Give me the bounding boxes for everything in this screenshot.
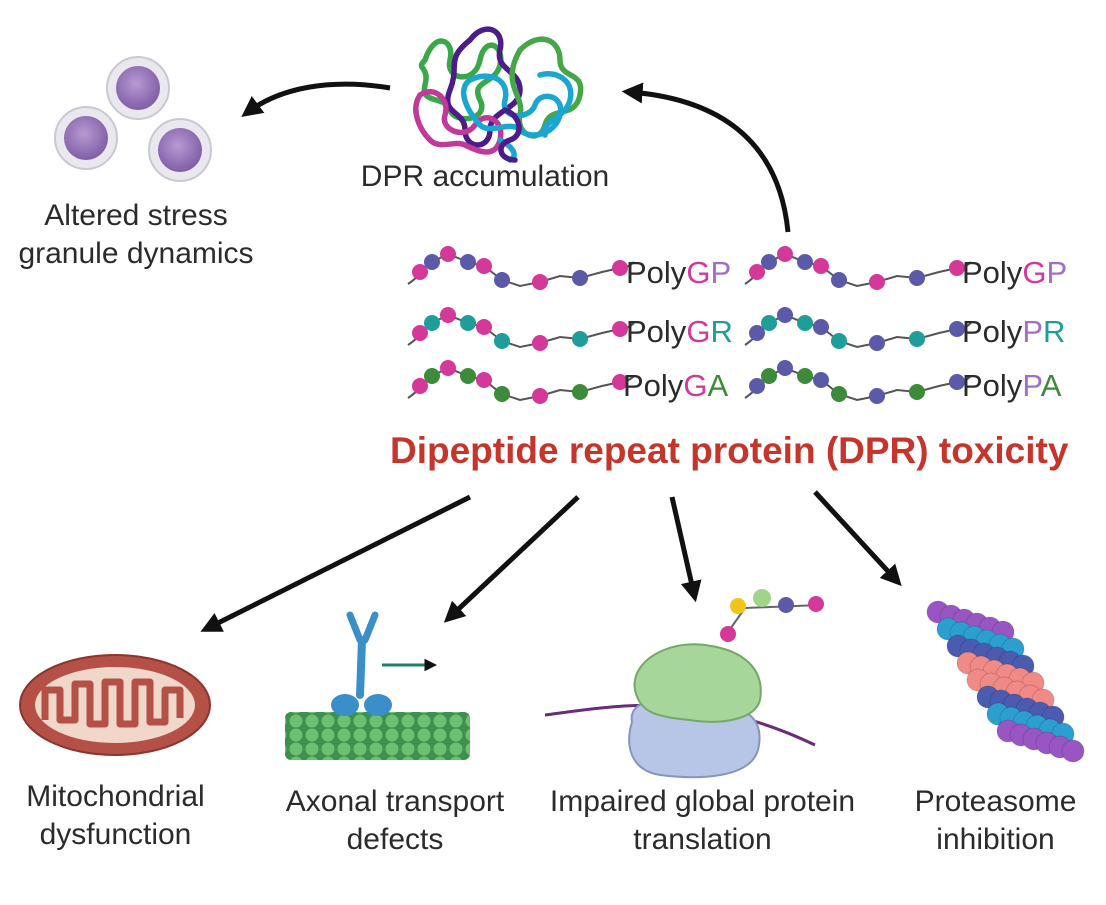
poly-label: PolyGR [626,314,733,349]
poly-label: PolyGP [626,255,732,290]
arrow-to-axonal [443,495,580,623]
label-dpr-accumulation: DPR accumulation [360,160,610,193]
dpr-chain [407,307,635,351]
poly-label: PolyPA [962,368,1062,403]
dpr-aggregate-icon [413,26,584,163]
dpr-chain [744,307,972,351]
title: Dipeptide repeat protein (DPR) toxicity [390,430,1069,471]
dpr-chain [407,360,635,404]
mitochondrion-icon [19,654,211,756]
ribosome-icon [544,589,824,779]
proteasome-icon [926,600,1085,763]
arrow-to-mito [200,494,472,632]
dpr-chains [407,246,972,404]
stress-granule-icon [54,56,212,182]
dpr-chain [407,246,635,290]
poly-label: PolyPR [962,314,1066,349]
arrow-to-translation [669,496,702,603]
arrow-to-stress-granule [241,81,391,118]
dpr-chain [744,246,972,290]
poly-label: PolyGP [962,255,1068,290]
dpr-chain [744,360,972,404]
microtubule-kinesin-icon [285,611,470,760]
arrow-to-accumulation [621,82,791,233]
arrow-to-proteasome [813,490,902,587]
poly-label: PolyGA [623,368,729,403]
